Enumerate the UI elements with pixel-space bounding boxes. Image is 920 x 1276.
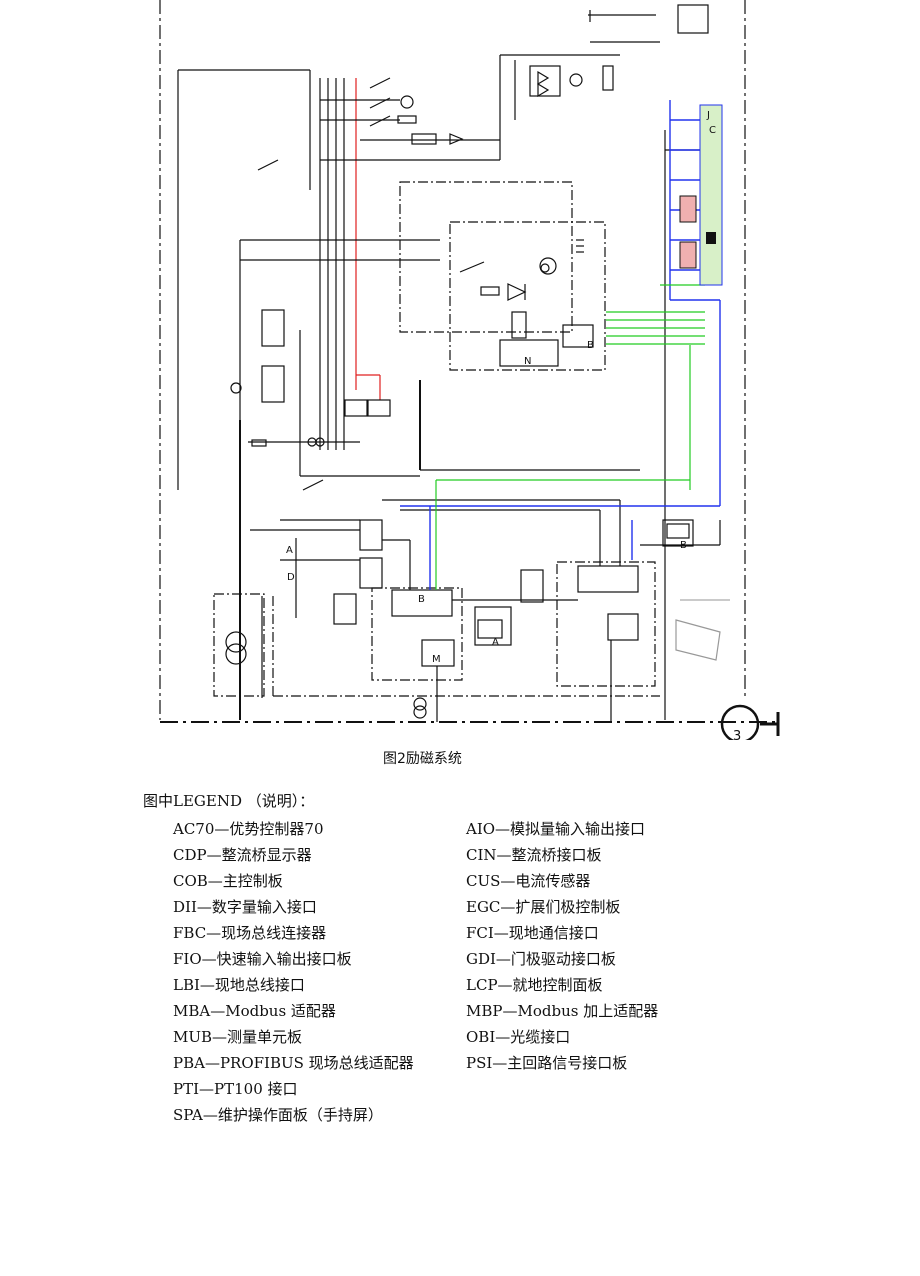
legend-item-gdi: GDI—门极驱动接口板 [466,950,616,968]
legend-item-obi: OBI—光缆接口 [466,1028,571,1046]
legend-heading: 图中LEGEND （说明）： [143,792,315,810]
control-box-1 [261,309,285,347]
label-box-b: B [418,594,425,605]
label-terminal-s: A [492,637,499,648]
legend-item-cob: COB—主控制板 [173,872,283,890]
label-terminal-c: C [709,125,716,136]
legend-item-mba: MBA—Modbus 适配器 [173,1002,336,1020]
rectifier-cabinet [399,181,573,333]
legend-item-mub: MUB—测量单元板 [173,1028,303,1046]
legend-item-spa: SPA—维护操作面板（手持屏） [173,1106,383,1124]
label-terminal-e: B [680,540,687,551]
legend-item-lcp: LCP—就地控制面板 [466,976,603,994]
label-terminal-b: B [587,340,594,351]
laptop-icon [675,619,721,661]
green-signal-lines [435,284,705,590]
label-terminal-n: N [524,356,531,367]
blue-signal-lines [400,100,721,590]
control-board-box [499,339,559,367]
diode-icon [507,283,527,301]
label-terminal-a: A [286,545,293,556]
mub-box [421,639,455,667]
label-terminal-j: J [706,110,710,121]
legend-item-cdp: CDP—整流桥显示器 [173,846,312,864]
legend-item-pba: PBA—PROFIBUS 现场总线适配器 [173,1054,414,1072]
legend-right-column: AIO—模拟量输入输出接口 CIN—整流桥接口板 CUS—电流传感器 EGC—扩… [466,816,658,1076]
legend-item-fio: FIO—快速输入输出接口板 [173,950,352,968]
legend-item-fci: FCI—现地通信接口 [466,924,599,942]
label-terminal-d: D [287,572,295,583]
label-box-m: M [432,654,441,665]
legend-item-ac70: AC70—优势控制器70 [173,820,324,838]
legend-item-mbp: MBP—Modbus 加上适配器 [466,1002,659,1020]
generator-icon [720,704,760,740]
legend-item-psi: PSI—主回路信号接口板 [466,1054,628,1072]
figure-caption: 图2励磁系统 [383,751,462,767]
transformer-icon [225,631,247,653]
legend-item-aio: AIO—模拟量输入输出接口 [466,820,646,838]
converter-module [449,221,606,371]
panel-strip [699,104,723,286]
ac70-box [577,565,639,593]
legend-item-lbi: LBI—现地总线接口 [173,976,305,994]
dii-box [359,557,383,589]
fio-box [359,519,383,551]
cob-box [391,589,453,617]
legend-item-dii: DII—数字量输入接口 [173,898,317,916]
legend-item-cus: CUS—电流传感器 [466,872,591,890]
control-box-2 [261,365,285,403]
fan-motor-icon [539,257,557,275]
legend-left-column: AC70—优势控制器70 CDP—整流桥显示器 COB—主控制板 DII—数字量… [173,816,414,1128]
legend-item-cin: CIN—整流桥接口板 [466,846,602,864]
legend-item-egc: EGC—扩展们极控制板 [466,898,621,916]
legend-item-fbc: FBC—现场总线连接器 [173,924,327,942]
legend-item-pti: PTI—PT100 接口 [173,1080,298,1098]
excitation-system-diagram: J C N B B M A D A B 3 [159,0,780,740]
generator-label: 3 [733,729,741,740]
